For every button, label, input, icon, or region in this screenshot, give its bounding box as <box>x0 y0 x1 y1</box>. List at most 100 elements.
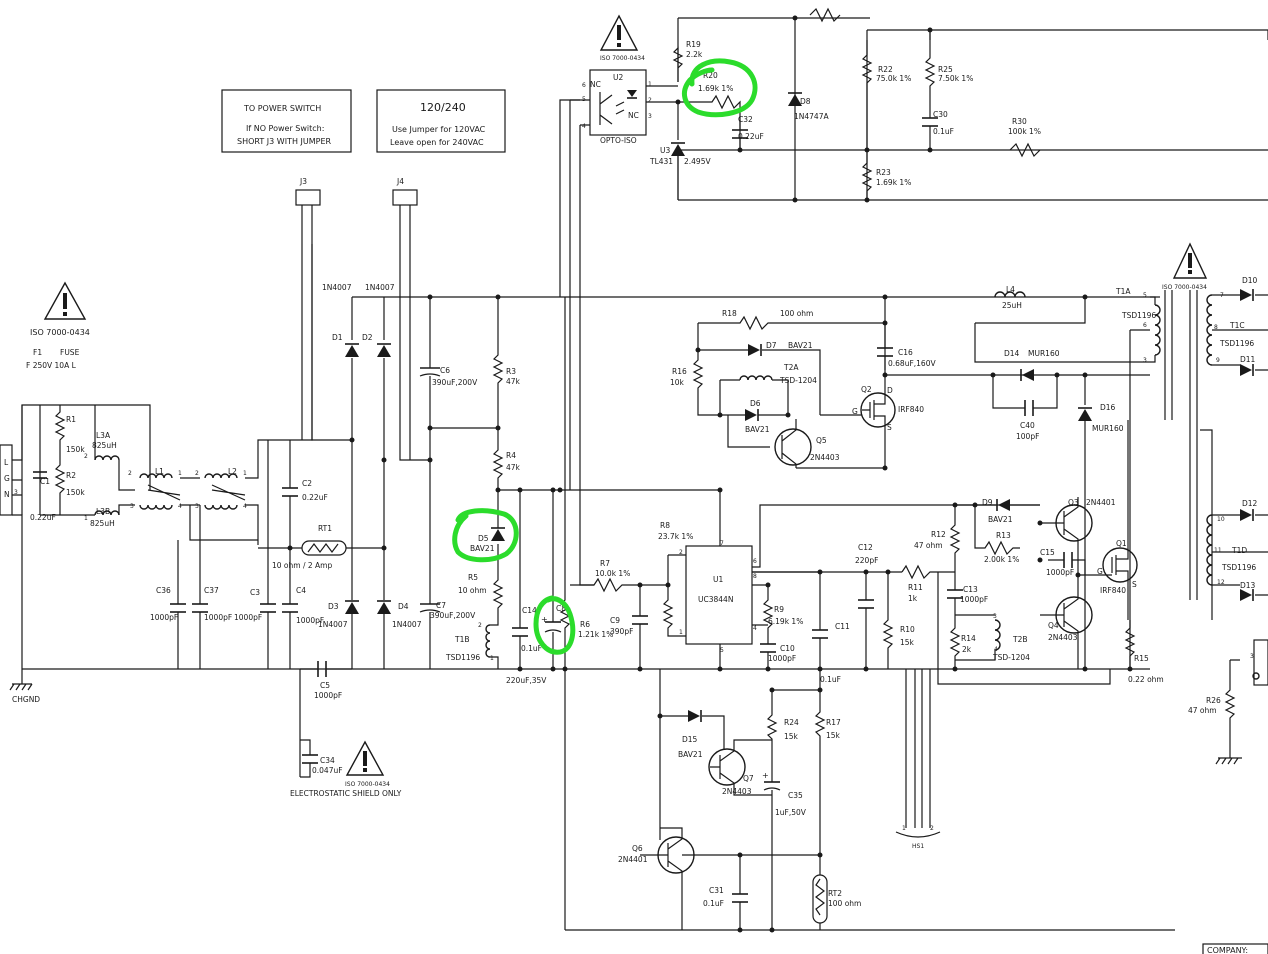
label-c31v: 0.1uF <box>703 899 724 908</box>
label-c30: C30 <box>933 110 948 119</box>
label-d3: D3 <box>328 602 339 611</box>
label-l3b: 1 <box>84 515 88 522</box>
jumper-j4[interactable] <box>392 189 418 206</box>
label-n3: 3 <box>1143 357 1147 364</box>
label-r20: R20 <box>703 71 718 80</box>
label-l1c: 3 <box>130 503 134 510</box>
label-d13: D13 <box>1240 581 1256 590</box>
label-r18v: 100 ohm <box>780 309 813 318</box>
note-power-switch-line1: If NO Power Switch: <box>246 124 324 133</box>
label-t2bv: TSD-1204 <box>992 653 1030 662</box>
label-r3: R3 <box>506 367 516 376</box>
label-d8v: 1N4747A <box>794 112 829 121</box>
label-c9: C9 <box>610 616 620 625</box>
label-q2d: D <box>887 386 893 395</box>
label-d4: D4 <box>398 602 409 611</box>
label-l2d: 4 <box>243 503 247 510</box>
transistor-q7 <box>708 748 746 786</box>
label-d3v: 1N4007 <box>318 620 348 629</box>
label-t1av: TSD1196 <box>1121 311 1156 320</box>
label-c15: C15 <box>1040 548 1055 557</box>
label-tl431: TL431 <box>649 157 673 166</box>
label-d7: D7 <box>766 341 777 350</box>
label-t1cv: TSD1196 <box>1219 339 1254 348</box>
label-r3v: 47k <box>506 377 521 386</box>
label-q1: Q1 <box>1116 539 1127 548</box>
label-r11: R11 <box>908 583 923 592</box>
label-c16v: 0.68uF,160V <box>888 359 936 368</box>
highlight-annotations <box>452 58 758 655</box>
label-r14v: 2k <box>962 645 972 654</box>
label-j3: J3 <box>299 177 307 186</box>
label-q7: Q7 <box>743 774 754 783</box>
label-t2b3: 3 <box>993 613 997 620</box>
label-r26v: 47 ohm <box>1188 706 1217 715</box>
label-q1s: S <box>1132 580 1137 589</box>
label-n12: 12 <box>1217 579 1225 586</box>
label-r10: R10 <box>900 625 915 634</box>
label-c40v: 100pF <box>1016 432 1039 441</box>
warning-symbols: ISO 7000-0434 ISO 7000-0434 ISO 7000-043… <box>30 14 1208 788</box>
label-g: G <box>4 474 10 483</box>
label-t2b: T2B <box>1012 635 1028 644</box>
label-d9: D9 <box>982 498 993 507</box>
label-r19: R19 <box>686 40 701 49</box>
notes: TO POWER SWITCH If NO Power Switch: SHOR… <box>221 89 1268 954</box>
label-n: N <box>4 490 10 499</box>
label-f1: F1 <box>33 348 42 357</box>
label-d12: D12 <box>1242 499 1258 508</box>
label-q2: Q2 <box>861 385 872 394</box>
label-c31: C31 <box>709 886 724 895</box>
label-c37: C37 <box>204 586 219 595</box>
label-c32v: 0.22uF <box>738 132 764 141</box>
label-nc2: NC <box>628 111 639 120</box>
label-q2g: G <box>852 407 858 416</box>
label-c6: C6 <box>440 366 450 375</box>
jumper-j3[interactable] <box>295 189 321 206</box>
svg-text:ELECTROSTATIC SHIELD ONLY: ELECTROSTATIC SHIELD ONLY <box>290 789 402 798</box>
label-t1b1: 1 <box>490 655 494 662</box>
label-d7v: BAV21 <box>788 341 813 350</box>
label-d6v: BAV21 <box>745 425 770 434</box>
warning-icon: ISO 7000-0434 <box>599 14 645 62</box>
label-r12: R12 <box>931 530 946 539</box>
label-u1v: UC3844N <box>698 595 733 604</box>
label-r23: R23 <box>876 168 891 177</box>
label-rt1v: 10 ohm / 2 Amp <box>272 561 332 570</box>
label-t1d: T1D <box>1231 546 1247 555</box>
company-box <box>1202 943 1268 954</box>
mosfet-q2 <box>860 392 896 428</box>
svg-text:ISO 7000-0434: ISO 7000-0434 <box>345 781 390 788</box>
label-c2: C2 <box>302 479 312 488</box>
label-d6: D6 <box>750 399 761 408</box>
label-r2: R2 <box>66 471 76 480</box>
label-f1v: F 250V 10A L <box>26 361 77 370</box>
warning-icon: ISO 7000-0434 <box>30 281 90 337</box>
label-t2a: T2A <box>783 363 799 372</box>
label-c34: C34 <box>320 756 335 765</box>
company-label: COMPANY: <box>1207 946 1248 954</box>
label-c7v: 390uF,200V <box>430 611 476 620</box>
label-l3b: L3B <box>96 507 110 516</box>
label-d5: D5 <box>478 534 489 543</box>
label-c35: C35 <box>788 791 803 800</box>
label-l1a: 2 <box>128 470 132 477</box>
label-r8v: 23.7k 1% <box>658 532 693 541</box>
label-u3: U3 <box>660 146 670 155</box>
label-r5v: 10 ohm <box>458 586 487 595</box>
label-r2v: 150k <box>66 488 85 497</box>
label-r1: R1 <box>66 415 76 424</box>
power-switch-note <box>221 89 352 153</box>
label-n5: 5 <box>1143 292 1147 299</box>
label-r9: R9 <box>774 605 784 614</box>
label-c13: C13 <box>963 585 978 594</box>
thermistor-rt2 <box>812 874 828 924</box>
label-d14: D14 <box>1004 349 1020 358</box>
voltage-note <box>376 89 506 153</box>
label-r4v: 47k <box>506 463 521 472</box>
label-d1: D1 <box>332 333 343 342</box>
label-r14: R14 <box>961 634 976 643</box>
label-rt1: RT1 <box>318 524 332 533</box>
